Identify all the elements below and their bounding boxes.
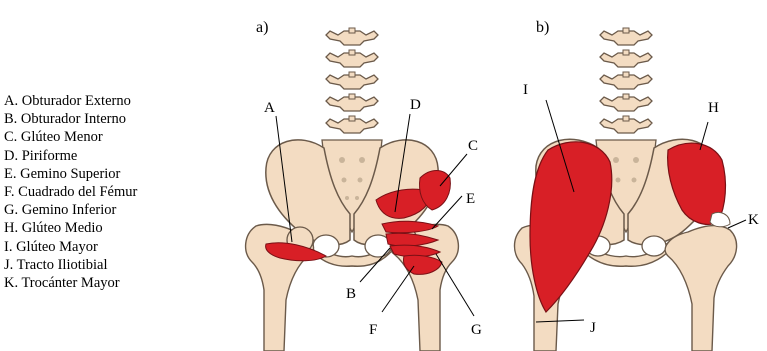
lumbar-spine-a [326,28,378,133]
gluteus-maximus-muscle [530,142,612,312]
greater-trochanter [710,212,730,226]
label-c: C [468,138,478,154]
pelvis-panel-b: b) I H K J [515,19,760,351]
label-a: A [264,100,275,116]
panel-label-b: b) [536,19,549,36]
label-h: H [708,100,719,116]
pelvis-panel-a: a) A D C E B F G [246,19,482,351]
label-f: F [369,322,377,338]
label-d: D [410,97,421,113]
label-j: J [590,320,596,336]
lumbar-spine-b [600,28,652,133]
right-femur-b [665,226,736,351]
label-k: K [748,212,759,228]
label-i: I [523,82,528,98]
panel-label-a: a) [256,19,268,36]
label-e: E [466,191,475,207]
label-g: G [471,322,482,338]
label-b: B [346,286,356,302]
